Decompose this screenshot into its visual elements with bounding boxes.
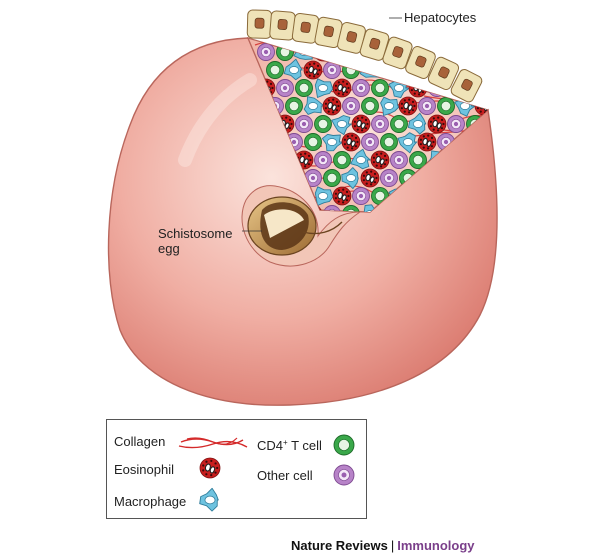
other-cell xyxy=(333,464,355,486)
other-cell xyxy=(323,61,341,79)
other-cell xyxy=(342,97,360,115)
other-cell xyxy=(418,97,436,115)
macrophage-cell xyxy=(283,58,303,81)
macrophage-cell xyxy=(359,60,382,78)
cd4-t-cell xyxy=(333,151,351,169)
hepatocytes-label: Hepatocytes xyxy=(404,10,477,25)
macrophage-cell xyxy=(199,487,219,512)
legend: Collagen Eosinophil Macrophage CD4+ T ce… xyxy=(106,419,367,519)
hepatocyte-cell xyxy=(291,12,320,44)
credit-journal: Nature Reviews xyxy=(291,538,388,553)
cd4-suffix: T cell xyxy=(287,438,322,453)
eosinophil-cell xyxy=(360,168,380,188)
cd4-t-cell xyxy=(342,61,360,79)
legend-collagen-symbol xyxy=(186,437,238,445)
cd4-t-cell xyxy=(371,79,389,97)
cd4-t-cell xyxy=(304,133,322,151)
legend-collagen-label: Collagen xyxy=(114,434,166,449)
cd4-t-cell xyxy=(361,97,379,115)
other-cell xyxy=(390,151,408,169)
legend-symbols xyxy=(178,434,355,512)
eosinophil-cell xyxy=(332,78,352,98)
journal-credit: Nature Reviews|Immunology xyxy=(291,539,475,552)
other-cell xyxy=(352,187,370,205)
cd4-t-cell xyxy=(295,79,313,97)
legend-eosinophil-label: Eosinophil xyxy=(114,462,174,477)
other-cell xyxy=(361,133,379,151)
hepatocyte-cell xyxy=(405,46,436,79)
macrophage-cell xyxy=(380,96,401,116)
cd4-t-cell xyxy=(314,115,332,133)
hepatocyte-cell xyxy=(359,28,390,61)
cd4-t-cell xyxy=(437,97,455,115)
macrophage-cell xyxy=(314,186,334,206)
eosinophil-cell xyxy=(370,150,390,170)
credit-subject: Immunology xyxy=(397,538,475,553)
hepatocyte-cell xyxy=(337,22,366,54)
macrophage-cell xyxy=(350,148,371,170)
schistosome-egg xyxy=(241,185,362,267)
eosinophil-cell xyxy=(294,150,314,170)
eosinophil-cell xyxy=(303,60,323,80)
macrophage-cell xyxy=(407,112,427,135)
macrophage-cell xyxy=(303,96,325,115)
other-cell xyxy=(371,115,389,133)
other-cell xyxy=(314,151,332,169)
other-cell xyxy=(295,115,313,133)
other-cell xyxy=(352,79,370,97)
cd4-prefix: CD4 xyxy=(257,438,284,453)
macrophage-cell xyxy=(321,133,344,152)
macrophage-cell xyxy=(341,167,359,190)
other-cell xyxy=(276,79,294,97)
cd4-t-cell xyxy=(266,61,284,79)
cd4-t-cell xyxy=(333,434,355,456)
cd4-t-cell xyxy=(285,97,303,115)
legend-macrophage-label: Macrophage xyxy=(114,494,187,509)
macrophage-cell xyxy=(446,43,468,62)
eosinophil-cell xyxy=(417,132,437,152)
other-cell xyxy=(447,115,465,133)
macrophage-cell xyxy=(314,78,334,98)
other-cell xyxy=(380,169,398,187)
other-cell xyxy=(257,43,275,61)
eosinophil-cell xyxy=(408,78,428,98)
credit-separator: | xyxy=(390,538,395,553)
cd4-superscript: + xyxy=(283,438,288,447)
eosinophil-cell xyxy=(398,96,418,116)
legend-collagen-symbol xyxy=(178,440,248,449)
eosinophil-cell xyxy=(474,96,488,116)
other-cell xyxy=(304,169,322,187)
cd4-t-cell xyxy=(380,133,398,151)
hepatocyte-row xyxy=(246,9,483,103)
legend-cd4-label: CD4+ T cell xyxy=(257,438,322,453)
cd4-t-cell xyxy=(409,151,427,169)
hepatocyte-cell xyxy=(246,9,273,39)
hepatocyte-cell xyxy=(269,10,296,41)
macrophage-cell xyxy=(331,115,352,136)
eosinophil-cell xyxy=(465,42,485,62)
hepatocyte-cell xyxy=(427,56,460,90)
collagen-fiber xyxy=(304,157,360,167)
hepatocyte-cell xyxy=(382,36,413,70)
eosinophil-cell xyxy=(322,96,342,116)
granuloma-highlight xyxy=(178,73,257,167)
cd4-t-cell xyxy=(390,115,408,133)
cd4-t-cell xyxy=(323,169,341,187)
eosinophil-cell xyxy=(199,457,221,479)
cd4-t-cell xyxy=(276,43,294,61)
schistosome-egg-label: Schistosome egg xyxy=(158,226,233,256)
macrophage-cell xyxy=(397,132,418,154)
eosinophil-cell xyxy=(332,186,352,206)
legend-other-cell-label: Other cell xyxy=(257,468,313,483)
eosinophil-cell xyxy=(351,114,371,134)
eosinophil-cell xyxy=(427,114,447,134)
eosinophil-cell xyxy=(341,132,361,152)
collagen-fiber xyxy=(460,114,488,120)
hepatocyte-cell xyxy=(450,69,483,103)
